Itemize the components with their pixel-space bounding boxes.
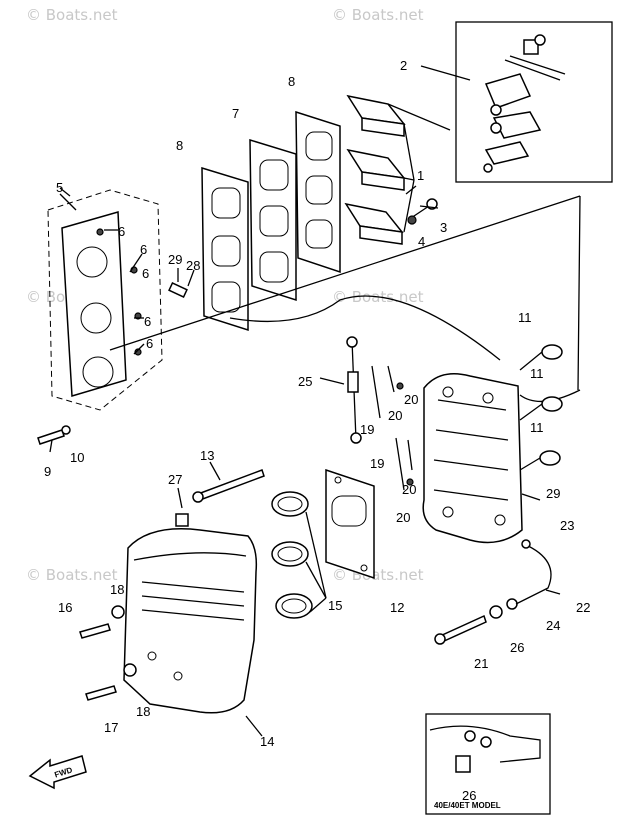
reed-valve-detail-inset — [420, 21, 613, 183]
hose-curve — [229, 295, 501, 361]
gasket-plates — [201, 110, 341, 332]
watermark-top-left: © Boats.net — [26, 6, 118, 24]
callout-9: 9 — [44, 464, 51, 479]
callout-20d: 20 — [396, 510, 410, 525]
callout-21: 21 — [474, 656, 488, 671]
callout-5: 5 — [56, 180, 63, 195]
callout-23: 23 — [560, 518, 574, 533]
callout-25: 25 — [298, 374, 312, 389]
model-inset: 40E/40ET MODEL — [425, 713, 551, 815]
bolt-21-group — [434, 539, 552, 645]
reed-valve-assemblies — [344, 94, 451, 245]
callout-6e: 6 — [146, 336, 153, 351]
callout-26b: 26 — [462, 788, 476, 803]
fuel-joint-parts — [346, 336, 414, 491]
callout-12: 12 — [390, 600, 404, 615]
callout-20a: 20 — [404, 392, 418, 407]
bolt-9-and-washer-10 — [37, 425, 71, 445]
callout-6d: 6 — [144, 314, 151, 329]
intake-manifold-group — [47, 189, 163, 411]
callout-6a: 6 — [118, 224, 125, 239]
callout-29a: 29 — [168, 252, 182, 267]
bolt-3-and-washer-4 — [407, 198, 438, 225]
bolts-16-17 — [79, 605, 137, 701]
callout-6b: 6 — [140, 242, 147, 257]
callout-10: 10 — [70, 450, 84, 465]
callout-2: 2 — [400, 58, 407, 73]
callout-6c: 6 — [142, 266, 149, 281]
exhaust-gasket-12 — [325, 468, 375, 580]
callout-15: 15 — [328, 598, 342, 613]
callout-24: 24 — [546, 618, 560, 633]
callout-labels: 1 2 3 4 5 6 6 6 6 6 7 8 8 9 10 11 11 11 … — [44, 58, 590, 803]
callout-3: 3 — [440, 220, 447, 235]
crankcase-cover — [422, 373, 523, 544]
callout-18a: 18 — [110, 582, 124, 597]
gasket-rings-15 — [271, 491, 327, 619]
callout-16: 16 — [58, 600, 72, 615]
callout-11c: 11 — [530, 420, 544, 435]
part-28-sleeve — [168, 281, 188, 299]
bolt-13 — [192, 469, 265, 503]
hose-clips-11 — [519, 344, 563, 471]
callout-17: 17 — [104, 720, 118, 735]
callout-18b: 18 — [136, 704, 150, 719]
callout-26a: 26 — [510, 640, 524, 655]
exhaust-cover-14 — [123, 513, 258, 714]
callout-19b: 19 — [370, 456, 384, 471]
callout-28: 28 — [186, 258, 200, 273]
forward-arrow-badge: FWD — [28, 755, 87, 790]
callout-14: 14 — [260, 734, 274, 749]
callout-7: 7 — [232, 106, 239, 121]
callout-8a: 8 — [288, 74, 295, 89]
callout-22: 22 — [576, 600, 590, 615]
callout-29b: 29 — [546, 486, 560, 501]
callout-27: 27 — [168, 472, 182, 487]
callout-4: 4 — [418, 234, 425, 249]
callout-13: 13 — [200, 448, 214, 463]
callout-11b: 11 — [530, 366, 544, 381]
callout-20c: 20 — [402, 482, 416, 497]
callout-11a: 11 — [518, 310, 532, 325]
callout-19a: 19 — [360, 422, 374, 437]
callout-20b: 20 — [388, 408, 402, 423]
callout-leaders — [49, 185, 561, 737]
callout-1: 1 — [417, 168, 424, 183]
inset-model-note: 40E/40ET MODEL — [434, 801, 501, 810]
watermark-top-right: © Boats.net — [332, 6, 424, 24]
watermark-low-left: © Boats.net — [26, 566, 118, 584]
callout-8b: 8 — [176, 138, 183, 153]
